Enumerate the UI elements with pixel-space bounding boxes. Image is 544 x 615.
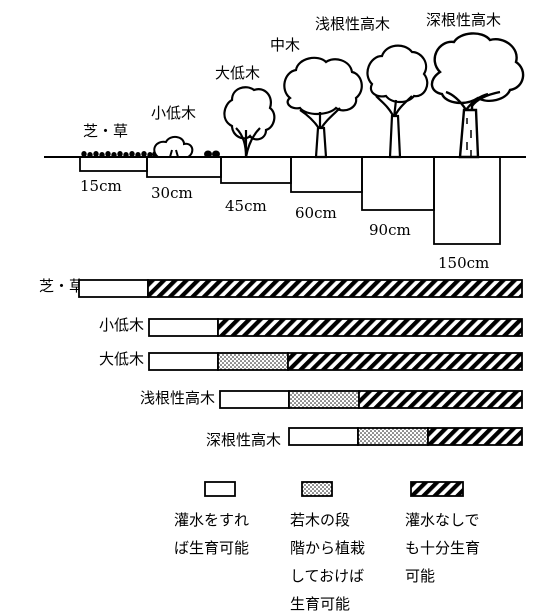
bar-segment-hatch: [427, 427, 523, 446]
bar-segment-dots: [217, 352, 289, 371]
bar-segment-white: [148, 318, 219, 337]
suitability-bars: 芝・草 小低木 大低木 浅根性高木 深根性高木: [39, 277, 523, 449]
medium-tree-icon: [283, 56, 363, 159]
depth-label-150: 150cm: [438, 254, 489, 272]
depth-label-45: 45cm: [225, 197, 267, 215]
legend-white-line-2: ば生育可能: [174, 539, 249, 557]
depth-label-90: 90cm: [369, 221, 411, 239]
deep-rooted-tall-tree-icon: [430, 32, 525, 159]
bar-segment-white: [219, 390, 290, 409]
row-label-daiteiboku: 大低木: [99, 350, 144, 368]
plant-label-chuboku: 中木: [270, 36, 300, 54]
bar-shoteiboku: [148, 318, 523, 337]
row-label-asane: 浅根性高木: [140, 389, 215, 407]
legend: 灌水をすれ ば生育可能 若木の段 階から植栽 しておけば 生育可能 灌水なしで …: [174, 481, 480, 613]
bar-daiteiboku: [148, 352, 523, 371]
bar-fukane: [288, 427, 523, 446]
legend-hatch-line-3: 可能: [405, 567, 435, 585]
bar-asane: [219, 390, 523, 409]
bar-segment-dots: [288, 390, 360, 409]
legend-hatch-line-1: 灌水なしで: [405, 511, 480, 529]
depth-steps: [79, 156, 501, 245]
large-shrub-icon: [223, 86, 276, 158]
plant-label-fukane: 深根性高木: [426, 11, 501, 29]
row-label-shoteiboku: 小低木: [99, 316, 144, 334]
row-label-fukane: 深根性高木: [206, 431, 281, 449]
bar-segment-hatch: [358, 390, 523, 409]
legend-swatch-white: [204, 481, 236, 497]
legend-swatch-dots: [301, 481, 333, 497]
legend-white-line-1: 灌水をすれ: [174, 511, 249, 529]
depth-label-15: 15cm: [80, 177, 122, 195]
bar-segment-hatch: [217, 318, 523, 337]
bar-segment-white: [288, 427, 359, 446]
bar-segment-white: [148, 352, 219, 371]
plant-label-shiba: 芝・草: [83, 122, 128, 140]
shallow-rooted-tall-tree-icon: [366, 44, 429, 159]
legend-swatch-hatch: [410, 481, 464, 497]
plant-label-daiteiboku: 大低木: [215, 64, 260, 82]
bar-segment-hatch: [147, 279, 523, 298]
depth-label-30: 30cm: [151, 184, 193, 202]
depth-label-60: 60cm: [295, 204, 337, 222]
legend-hatch-line-2: も十分生育: [405, 539, 480, 557]
legend-dots-line-3: しておけば: [290, 567, 364, 585]
row-label-shiba: 芝・草: [39, 277, 84, 295]
bar-segment-white: [78, 279, 149, 298]
bar-segment-hatch: [287, 352, 523, 371]
plant-label-shoteiboku: 小低木: [151, 104, 196, 122]
legend-dots-line-1: 若木の段: [290, 511, 350, 529]
legend-dots-line-4: 生育可能: [290, 595, 350, 613]
legend-dots-line-2: 階から植栽: [290, 539, 365, 557]
plant-illustrations: [81, 32, 525, 159]
small-shrub-icon: [153, 136, 220, 158]
bar-shiba: [78, 279, 523, 298]
plant-label-asane: 浅根性高木: [315, 15, 390, 33]
bar-segment-dots: [357, 427, 429, 446]
